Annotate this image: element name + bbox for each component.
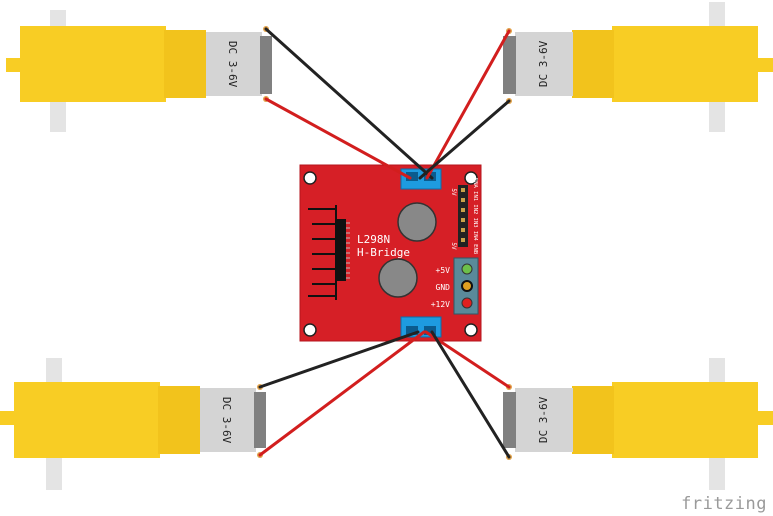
motor-gearbox-end: [572, 386, 614, 454]
fritzing-watermark: fritzing: [681, 494, 767, 514]
wire-red: [424, 330, 511, 389]
label-5v: +5V: [436, 266, 451, 275]
pin-5v-terminal: [461, 263, 473, 275]
wires: [258, 27, 511, 459]
l298n-board: L298N H-Bridge +5V GND +12V 5V 5V ENA I: [299, 164, 482, 342]
motor-label: DC 3-6V: [220, 397, 233, 444]
motor-label: DC 3-6V: [226, 41, 239, 88]
motor-gearbox: [20, 26, 166, 102]
header-pin-names: ENA IN1 IN2 IN3 IN4 ENB: [472, 178, 478, 255]
motor-cap: [254, 392, 266, 448]
motor-top-left: DC 3-6V: [6, 10, 272, 132]
screw: [424, 326, 436, 335]
wire-red: [425, 29, 511, 180]
motor-gearbox-end: [572, 30, 614, 98]
pin-gnd-terminal: [461, 280, 473, 292]
chip-pins: [346, 222, 350, 279]
motor-can: [515, 388, 573, 452]
mounting-hole: [464, 323, 478, 337]
capacitor: [378, 258, 418, 298]
l298n-chip: [336, 219, 346, 281]
wire-black: [258, 330, 420, 389]
wire-black: [430, 330, 511, 459]
motor-gearbox-end: [164, 30, 206, 98]
motor-can: [200, 388, 256, 452]
motor-cap: [503, 36, 516, 94]
motor-gearbox-end: [158, 386, 200, 454]
pin-header: [458, 185, 468, 247]
motor-cap: [503, 392, 516, 448]
board-title: L298N: [357, 233, 390, 246]
screw: [406, 172, 418, 181]
motor-can: [206, 32, 262, 96]
motor-gearbox: [14, 382, 160, 458]
mounting-hole: [303, 171, 317, 185]
motor-can: [515, 32, 573, 96]
label-gnd: GND: [436, 283, 451, 292]
mounting-hole: [464, 171, 478, 185]
mounting-hole: [303, 323, 317, 337]
wire-red: [264, 97, 412, 180]
wire-black: [418, 99, 511, 180]
motor-top-right: DC 3-6V: [503, 2, 773, 132]
motor-gearbox: [612, 26, 758, 102]
header-label-top: 5V: [450, 188, 457, 196]
motor-bottom-left: DC 3-6V: [0, 358, 266, 490]
motor-cap: [260, 36, 272, 94]
motor-shaft: [6, 58, 24, 72]
motor-label: DC 3-6V: [537, 396, 550, 443]
capacitor: [397, 202, 437, 242]
label-12v: +12V: [431, 300, 450, 309]
wire-red: [258, 330, 426, 457]
pin-12v-terminal: [461, 297, 473, 309]
motor-gearbox: [612, 382, 758, 458]
screw: [406, 326, 418, 335]
motor-label: DC 3-6V: [537, 40, 550, 87]
wire-black: [264, 27, 434, 180]
motor-bottom-right: DC 3-6V: [503, 358, 773, 490]
header-label-bottom: 5V: [450, 242, 457, 250]
board-subtitle: H-Bridge: [357, 246, 410, 259]
